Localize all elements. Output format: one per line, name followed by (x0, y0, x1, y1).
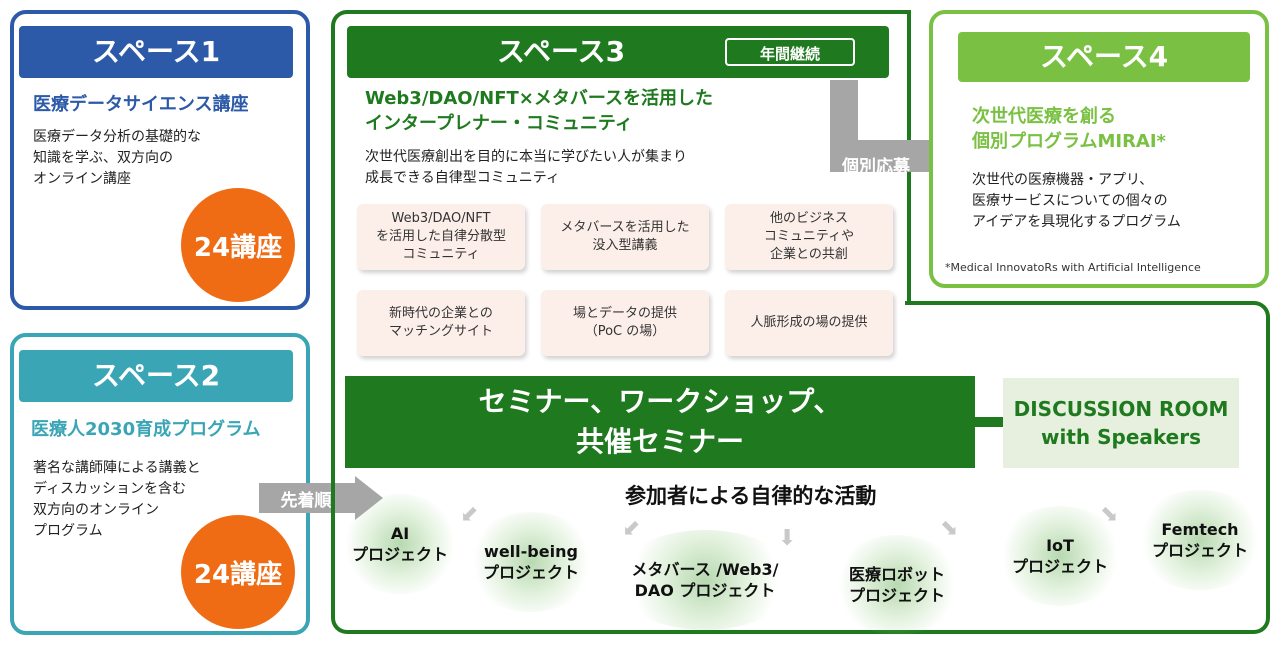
space1-panel (10, 10, 310, 310)
space4-description: 次世代の医療機器・アプリ、 医療サービスについての個々の アイデアを具現化するプ… (972, 172, 1181, 230)
chevron-down-icon: ⬋ (622, 516, 641, 541)
space2-subtitle: 医療人2030育成プログラム (31, 419, 261, 440)
feature-networking: 人脈形成の場の提供 (725, 290, 893, 356)
chevron-down-icon: ⬇ (778, 526, 797, 551)
space3-header: スペース3 年間継続 (347, 26, 889, 78)
activities-title: 参加者による自律的な活動 (625, 484, 877, 508)
project-metaverse-web3-dao: メタバース /Web3/DAO プロジェクト (615, 530, 795, 630)
feature-matching-site: 新時代の企業とのマッチングサイト (357, 290, 525, 356)
feature-metaverse-lecture: メタバースを活用した没入型講義 (541, 204, 709, 270)
chevron-down-icon: ⬊ (940, 516, 959, 541)
space3-header-title: スペース3 (497, 35, 626, 68)
first-come-label: 先着順 (280, 491, 332, 511)
feature-poc-place: 場とデータの提供（PoC の場） (541, 290, 709, 356)
project-medical-robot: 医療ロボットプロジェクト (832, 535, 962, 635)
seminar-connector (975, 417, 1003, 427)
space4-footnote: *Medical InnovatoRs with Artificial Inte… (945, 261, 1201, 274)
seminar-banner: セミナー、ワークショップ、 共催セミナー (345, 376, 975, 468)
first-come-arrow-icon (259, 476, 383, 520)
space4-header: スペース4 (958, 32, 1250, 82)
individual-application-arrow-icon (830, 80, 960, 182)
chevron-down-icon: ⬊ (1100, 502, 1119, 527)
feature-business-cocreation: 他のビジネスコミュニティや企業との共創 (725, 204, 893, 270)
space3-panel-top-edge (880, 10, 911, 14)
space3-panel-extension (905, 301, 1270, 634)
space1-lecture-count: 24講座 (181, 188, 295, 302)
space3-title: Web3/DAO/NFT×メタバースを活用した インタープレナー・コミュニティ (365, 88, 713, 134)
space2-lecture-count: 24講座 (181, 515, 295, 629)
chevron-down-icon: ⬋ (460, 502, 479, 527)
individual-application-label: 個別応募 (842, 157, 910, 177)
space3-panel-step-edge (907, 301, 927, 305)
space4-subtitle: 次世代医療を創る 個別プログラムMIRAI* (972, 106, 1166, 152)
space1-subtitle: 医療データサイエンス講座 (33, 94, 249, 115)
space3-annual-badge: 年間継続 (725, 38, 855, 66)
discussion-room-box: DISCUSSION ROOM with Speakers (1003, 378, 1239, 468)
space2-header: スペース2 (19, 350, 293, 402)
space3-description: 次世代医療創出を目的に本当に学びたい人が集まり 成長できる自律型コミュニティ (365, 149, 687, 186)
space3-panel (331, 10, 911, 634)
space1-header: スペース1 (19, 26, 293, 78)
space2-description: 著名な講師陣による講義と ディスカッションを含む 双方向のオンライン プログラム (33, 460, 201, 539)
space1-description: 医療データ分析の基礎的な 知識を学ぶ、双方向の オンライン講座 (33, 129, 201, 187)
